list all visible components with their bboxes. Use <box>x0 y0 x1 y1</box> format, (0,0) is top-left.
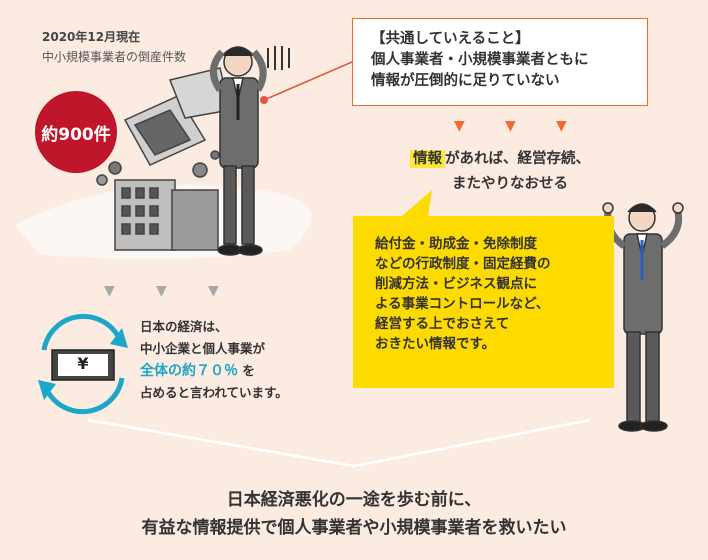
footer-message: 日本経済悪化の一途を歩む前に、 有益な情報提供で個人事業者や小規模事業者を救いた… <box>0 486 708 542</box>
speech-tail <box>402 190 432 216</box>
distressed-businessman-illustration <box>210 46 267 256</box>
economy-line: 占めると言われています。 <box>140 385 288 400</box>
bankruptcy-count-label: 中小規模事業者の倒産件数 <box>42 50 187 64</box>
down-triangle-icon: ▼ <box>505 118 516 134</box>
down-triangle-icon: ▼ <box>556 118 567 134</box>
info-detail-line: 削減方法・ビジネス観点に <box>375 276 537 292</box>
converging-lines <box>87 418 591 468</box>
info-rest: があれば、経営存続、 <box>445 151 590 167</box>
money-cycle-icon <box>38 313 128 415</box>
down-triangle-icon: ▼ <box>104 283 115 299</box>
info-detail-line: よる事業コントロールなど、 <box>375 296 550 312</box>
down-triangle-icon: ▼ <box>454 118 465 134</box>
economy-line: 全体の約７０％ を <box>140 360 288 382</box>
economy-line: 日本の経済は、 <box>140 319 228 334</box>
despair-lines <box>267 46 290 70</box>
report-date: 2020年12月現在 <box>42 30 141 44</box>
down-triangle-icon: ▼ <box>208 283 219 299</box>
economy-suffix: を <box>242 363 255 378</box>
info-message-line2: またやりなおせる <box>452 176 568 192</box>
economy-line: 中小企業と個人事業が <box>140 341 266 356</box>
economy-highlight: 全体の約７０％ <box>140 363 238 379</box>
info-highlight: 情報 <box>410 150 445 168</box>
info-detail-line: おきたい情報です。 <box>375 336 496 352</box>
info-detail-line: などの行政制度・固定経費の <box>375 256 551 272</box>
callout-heading: 【共通していえること】 <box>371 31 530 47</box>
footer-line: 有益な情報提供で個人事業者や小規模事業者を救いたい <box>141 518 567 538</box>
yen-icon: ¥ <box>77 354 89 373</box>
info-detail-line: 給付金・助成金・免除制度 <box>375 236 537 252</box>
info-detail-box: 給付金・助成金・免除制度 などの行政制度・固定経費の 削減方法・ビジネス観点に … <box>353 216 614 388</box>
happy-businessman-illustration <box>602 202 684 432</box>
down-triangle-icon: ▼ <box>156 283 167 299</box>
economy-text: 日本の経済は、 中小企業と個人事業が 全体の約７０％ を 占めると言われています… <box>140 316 288 404</box>
callout-pointer <box>263 61 353 101</box>
bankruptcy-count-badge: 約900件 <box>35 91 117 173</box>
collapsing-building-illustration <box>96 67 231 251</box>
footer-line: 日本経済悪化の一途を歩む前に、 <box>226 490 482 510</box>
info-message: 情報があれば、経営存続、 <box>410 148 590 170</box>
common-point-callout: 【共通していえること】 個人事業者・小規模事業者ともに 情報が圧倒的に足りていな… <box>352 18 648 106</box>
callout-line: 個人事業者・小規模事業者ともに <box>371 52 589 68</box>
callout-line: 情報が圧倒的に足りていない <box>371 73 560 89</box>
info-detail-line: 経営する上でおさえて <box>375 316 510 332</box>
